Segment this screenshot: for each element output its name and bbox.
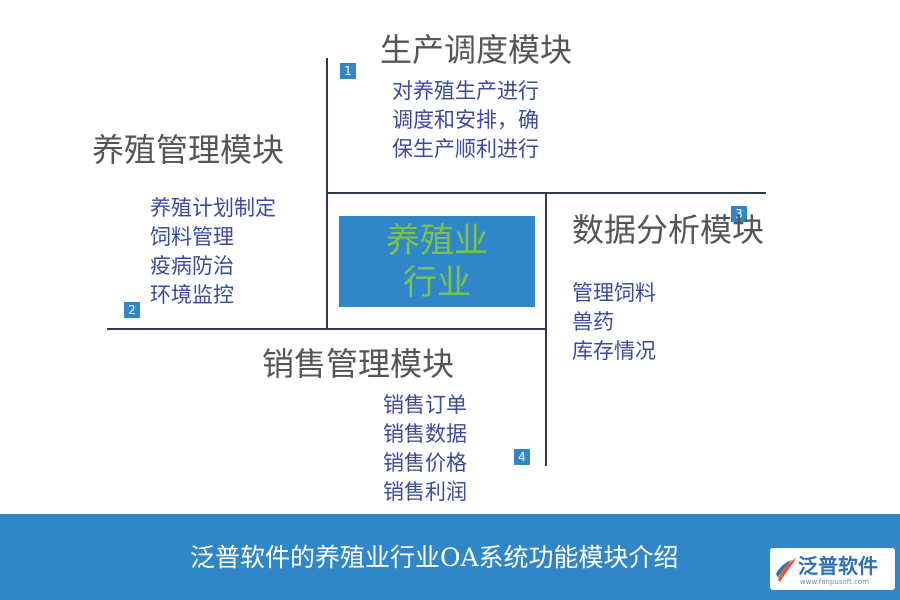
logo-url: www.fanpusoft.com bbox=[800, 578, 870, 586]
module-number-badge-2: 2 bbox=[124, 302, 140, 318]
footer-caption: 泛普软件的养殖业行业OA系统功能模块介绍 bbox=[190, 543, 679, 572]
module-number-badge-1: 1 bbox=[340, 63, 356, 79]
list-item: 管理饲料 bbox=[572, 281, 656, 305]
farming-module-items: 养殖计划制定 饲料管理 疫病防治 环境监控 bbox=[150, 194, 276, 310]
production-module-items: 对养殖生产进行 调度和安排，确 保生产顺利进行 bbox=[392, 77, 539, 164]
list-item: 兽药 bbox=[572, 310, 614, 334]
list-item: 销售利润 bbox=[383, 480, 467, 504]
list-item: 环境监控 bbox=[150, 283, 234, 307]
list-item: 对养殖生产进行 bbox=[392, 79, 539, 103]
list-item: 调度和安排，确 bbox=[392, 108, 539, 132]
list-item: 销售价格 bbox=[383, 451, 467, 475]
list-item: 销售数据 bbox=[383, 422, 467, 446]
list-item: 养殖计划制定 bbox=[150, 196, 276, 220]
center-line-2: 行业 bbox=[403, 262, 471, 303]
sales-module-title: 销售管理模块 bbox=[262, 345, 455, 383]
production-module-title: 生产调度模块 bbox=[380, 31, 573, 69]
module-number-badge-4: 4 bbox=[514, 449, 530, 465]
sales-module-items: 销售订单 销售数据 销售价格 销售利润 bbox=[383, 391, 467, 507]
list-item: 饲料管理 bbox=[150, 225, 234, 249]
list-item: 库存情况 bbox=[572, 339, 656, 363]
divider-vertical-top bbox=[326, 58, 328, 330]
logo-name: 泛普软件 bbox=[798, 554, 878, 578]
list-item: 疫病防治 bbox=[150, 254, 234, 278]
list-item: 销售订单 bbox=[383, 393, 467, 417]
analysis-module-title: 数据分析模块 bbox=[572, 211, 765, 249]
farming-module-title: 养殖管理模块 bbox=[92, 131, 285, 169]
divider-horizontal-lower bbox=[107, 328, 547, 330]
module-number-badge-3: 3 bbox=[731, 206, 747, 222]
center-line-1: 养殖业 bbox=[386, 220, 488, 261]
divider-vertical-bottom bbox=[545, 192, 547, 466]
list-item: 保生产顺利进行 bbox=[392, 137, 539, 161]
brand-logo: 泛普软件 www.fanpusoft.com bbox=[770, 548, 895, 590]
center-industry-box: 养殖业 行业 bbox=[339, 216, 535, 307]
footer-banner bbox=[0, 514, 900, 600]
logo-swoosh-icon bbox=[776, 558, 796, 582]
analysis-module-items: 管理饲料 兽药 库存情况 bbox=[572, 279, 656, 366]
